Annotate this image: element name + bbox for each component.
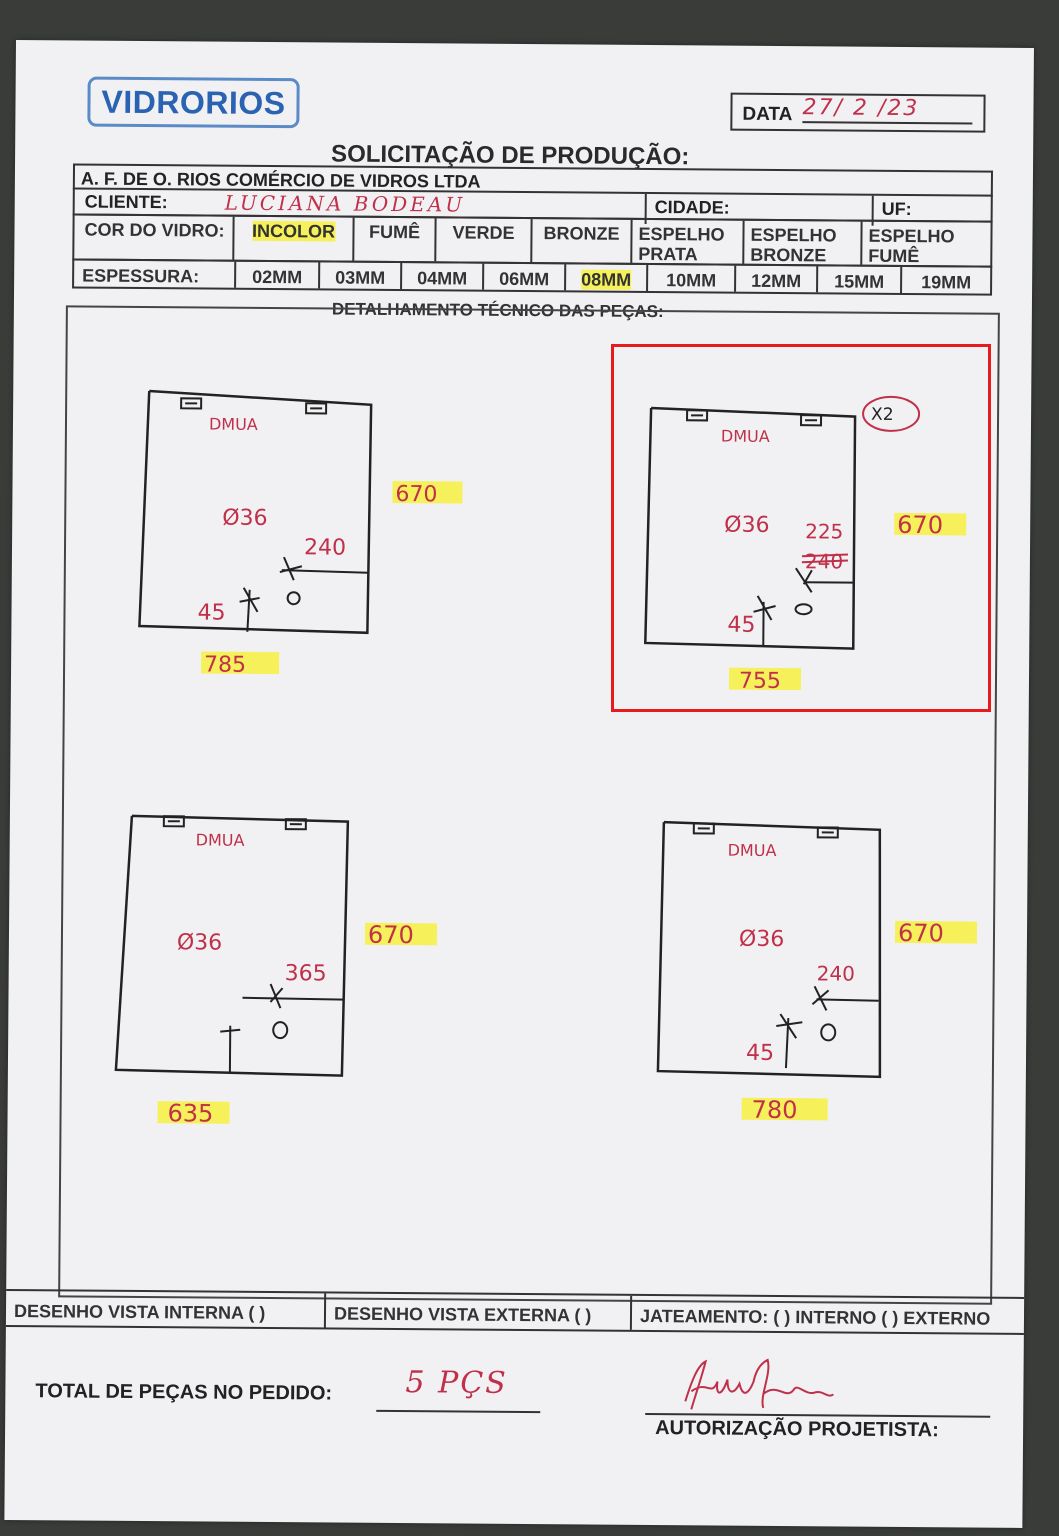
piece-1-drawing: DMUA Ø36 240 45 670 785 bbox=[138, 389, 463, 678]
piece-4-width: 780 bbox=[752, 1096, 798, 1124]
piece-2-hinge-dim: 225 bbox=[805, 519, 843, 543]
piece-1-height: 670 bbox=[395, 482, 437, 507]
piece-4-hole: Ø36 bbox=[739, 927, 785, 952]
piece-3-label: DMUA bbox=[196, 830, 245, 849]
sandblasting-option[interactable]: JATEAMENTO: ( ) INTERNO ( ) EXTERNO bbox=[629, 1295, 1025, 1333]
piece-3-hole: Ø36 bbox=[177, 930, 223, 955]
piece-4-hinge-dim: 240 bbox=[817, 961, 855, 985]
piece-2-drawing: X2 DMUA Ø36 225 240 45 670 755 bbox=[644, 395, 967, 694]
external-view-option[interactable]: DESENHO VISTA EXTERNA ( ) bbox=[323, 1293, 631, 1330]
piece-2-width: 755 bbox=[739, 669, 781, 694]
piece-4-drawing: DMUA Ø36 240 45 670 780 bbox=[656, 820, 978, 1124]
piece-2-label: DMUA bbox=[721, 427, 770, 446]
piece-1-width: 785 bbox=[204, 652, 246, 677]
piece-2-height: 670 bbox=[897, 511, 943, 539]
total-pieces-value: 5 PÇS bbox=[405, 1365, 508, 1401]
piece-3-drawing: DMUA Ø36 365 670 635 bbox=[114, 814, 438, 1128]
piece-4-height: 670 bbox=[898, 919, 944, 947]
authorization-label: AUTORIZAÇÃO PROJETISTA: bbox=[655, 1417, 939, 1442]
piece-2-hole: Ø36 bbox=[724, 513, 770, 538]
piece-4-offset: 45 bbox=[746, 1041, 774, 1066]
designer-signature bbox=[684, 1358, 834, 1410]
piece-1-offset: 45 bbox=[197, 600, 225, 625]
piece-2-offset: 45 bbox=[727, 613, 755, 638]
piece-2-quantity: X2 bbox=[871, 405, 894, 425]
total-pieces-line bbox=[376, 1409, 541, 1414]
piece-1-label: DMUA bbox=[209, 415, 258, 434]
total-pieces-label: TOTAL DE PEÇAS NO PEDIDO: bbox=[35, 1380, 333, 1405]
piece-3-width: 635 bbox=[167, 1099, 213, 1127]
production-request-form: VIDRORIOS DATA 27/ 2 /23 SOLICITAÇÃO DE … bbox=[4, 40, 1034, 1528]
piece-1-hinge-dim: 240 bbox=[304, 535, 346, 560]
piece-3-height: 670 bbox=[368, 921, 414, 949]
annotation-highlight-box bbox=[611, 344, 991, 712]
piece-drawings: DMUA Ø36 240 45 670 785 X2 DMUA Ø36 225 bbox=[114, 389, 978, 1128]
piece-1-hole: Ø36 bbox=[222, 506, 268, 531]
piece-3-hinge-dim: 365 bbox=[285, 961, 327, 986]
footer-options-row: DESENHO VISTA INTERNA ( ) DESENHO VISTA … bbox=[5, 1288, 1025, 1335]
internal-view-option[interactable]: DESENHO VISTA INTERNA ( ) bbox=[13, 1301, 266, 1323]
piece-4-label: DMUA bbox=[728, 841, 777, 860]
